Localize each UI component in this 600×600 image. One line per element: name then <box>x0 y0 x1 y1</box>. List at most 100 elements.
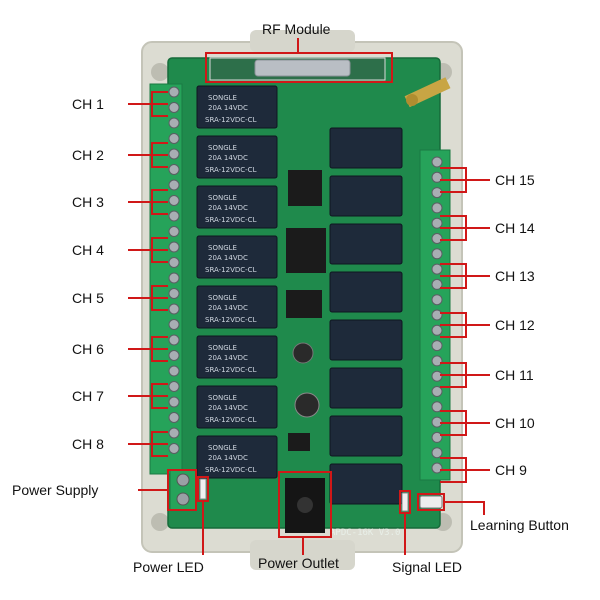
ch-label-right-11: CH 11 <box>495 367 534 383</box>
relay-brand-text: SONGLE <box>208 94 237 102</box>
power-outlet-label: Power Outlet <box>258 555 339 571</box>
ch-label-left-5: CH 5 <box>72 290 104 306</box>
terminal-screws-left <box>168 86 180 454</box>
relay-model-text: SRA-12VDC-CL <box>205 116 257 124</box>
relay <box>329 175 403 217</box>
terminal-screw <box>431 233 443 244</box>
ic-chip-4 <box>288 433 310 451</box>
ch-label-left-7: CH 7 <box>72 388 104 404</box>
terminal-screw <box>431 370 443 382</box>
relay-brand-text: SONGLE <box>208 294 237 302</box>
relay <box>329 415 403 457</box>
terminal-screw <box>431 278 443 290</box>
relay-rating-text: 20A 14VDC <box>208 404 248 412</box>
relays-right-column <box>329 127 403 505</box>
relay-rating-text: 20A 14VDC <box>208 154 248 162</box>
terminal-screw <box>168 102 180 113</box>
ic-chip-1 <box>288 170 322 206</box>
terminal-screw <box>168 86 180 98</box>
ch-label-right-13: CH 13 <box>495 268 535 284</box>
relay-brand-text: SONGLE <box>208 244 237 252</box>
rf-module-label: RF Module <box>262 21 331 37</box>
board-model-text: APDC-16K V3.0 <box>330 528 400 538</box>
relay-brand-text: SONGLE <box>208 144 237 152</box>
channel-bracket-left <box>128 189 168 215</box>
channel-bracket-right <box>440 167 490 193</box>
terminal-screw <box>168 334 180 346</box>
relay-rating-text: 20A 14VDC <box>208 104 248 112</box>
ch-label-left-1: CH 1 <box>72 96 104 112</box>
mount-hole-tl <box>151 63 169 81</box>
channel-bracket-left <box>128 336 168 362</box>
ch-label-right-10: CH 10 <box>495 415 535 431</box>
terminal-screw <box>168 148 180 160</box>
terminal-screw <box>168 303 180 315</box>
channel-bracket-right <box>440 362 490 388</box>
terminal-screw <box>431 462 443 474</box>
relay-rating-text: 20A 14VDC <box>208 354 248 362</box>
channel-labels-left: CH 1 CH 2 CH 3 CH 4 CH 5 CH 6 CH 7 CH 8 <box>72 96 104 452</box>
ch-label-left-3: CH 3 <box>72 194 104 210</box>
terminal-screw <box>168 427 180 439</box>
relay-model-text: SRA-12VDC-CL <box>205 366 257 374</box>
terminal-screw <box>431 202 443 214</box>
power-supply-label: Power Supply <box>12 482 98 498</box>
terminal-screw <box>431 248 443 260</box>
power-led <box>199 478 207 500</box>
relay-rating-text: 20A 14VDC <box>208 304 248 312</box>
ch-label-right-14: CH 14 <box>495 220 535 236</box>
capacitor-1 <box>292 342 314 364</box>
channel-bracket-left <box>128 237 168 263</box>
terminal-screw <box>431 447 443 459</box>
relay-brand-text: SONGLE <box>208 394 237 402</box>
relay <box>329 127 403 169</box>
terminal-screw <box>168 365 180 377</box>
terminal-screw <box>168 443 180 454</box>
terminal-screw <box>431 324 443 336</box>
terminal-screw <box>168 226 180 237</box>
channel-bracket-left <box>128 91 168 117</box>
ch-label-right-12: CH 12 <box>495 317 535 333</box>
ch-label-right-9: CH 9 <box>495 462 527 478</box>
channel-annotation-lines <box>128 91 490 483</box>
terminal-screw <box>168 210 180 222</box>
ch-label-right-15: CH 15 <box>495 172 535 188</box>
power-led-label: Power LED <box>133 559 204 575</box>
rf-module-crystal <box>254 59 351 77</box>
terminal-screw <box>431 217 443 229</box>
ch-label-left-2: CH 2 <box>72 147 104 163</box>
terminal-screw <box>431 294 443 306</box>
terminal-screw <box>431 340 443 352</box>
channel-bracket-left <box>128 383 168 409</box>
terminal-screw <box>168 195 180 206</box>
relay-model-text: SRA-12VDC-CL <box>205 466 257 474</box>
relay <box>329 319 403 361</box>
learning-button <box>419 495 443 509</box>
terminal-screw <box>431 431 443 443</box>
relay <box>329 367 403 409</box>
relay-brand-text: SONGLE <box>208 444 237 452</box>
ic-chip-2 <box>286 228 326 273</box>
capacitor-2 <box>294 392 320 418</box>
terminal-screw <box>431 401 443 413</box>
dc-jack-hole <box>297 497 313 513</box>
terminal-screw <box>168 179 180 191</box>
relay <box>329 271 403 313</box>
terminal-screw <box>168 319 180 330</box>
power-outlet-box <box>278 471 332 538</box>
channel-bracket-right <box>440 263 490 289</box>
relay-model-text: SRA-12VDC-CL <box>205 316 257 324</box>
channel-bracket-right <box>440 312 490 338</box>
channel-bracket-left <box>128 431 168 457</box>
relay-model-text: SRA-12VDC-CL <box>205 216 257 224</box>
channel-bracket-right <box>440 410 490 436</box>
channel-bracket-right <box>440 215 490 241</box>
channel-bracket-left <box>128 142 168 168</box>
learning-button-label: Learning Button <box>470 517 569 533</box>
relay-model-text: SRA-12VDC-CL <box>205 166 257 174</box>
annotation-lines <box>138 38 485 555</box>
channel-bracket-left <box>128 285 168 311</box>
